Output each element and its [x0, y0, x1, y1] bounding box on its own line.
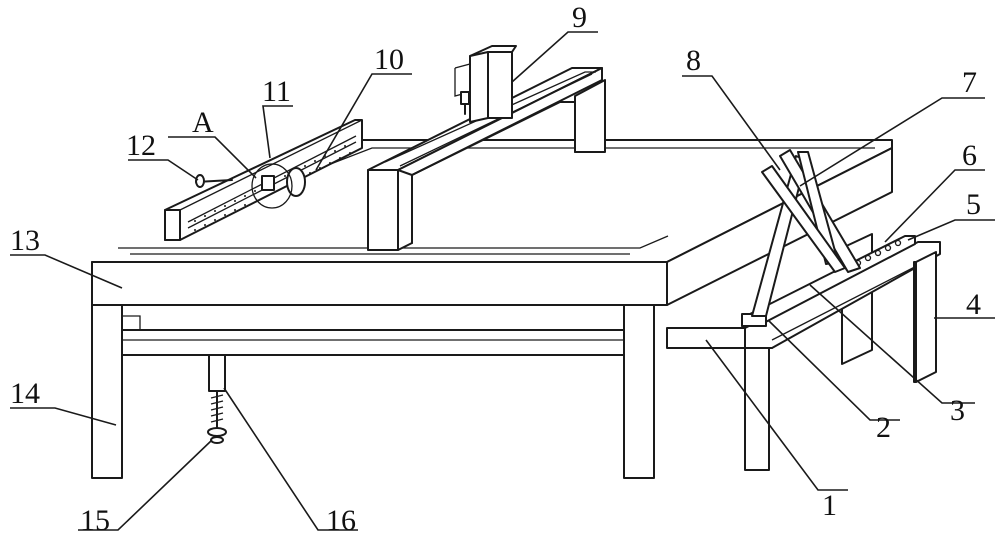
head-carriage-top [469, 45, 517, 57]
leader-3 [809, 284, 975, 404]
jack-screw-thread [210, 394, 224, 423]
label-2: 2 [876, 411, 891, 444]
leader-16 [223, 387, 358, 531]
leader-6 [884, 169, 985, 243]
label-15: 15 [80, 504, 110, 537]
leader-8 [682, 75, 781, 171]
main-table [91, 139, 893, 479]
leader-9 [511, 31, 598, 83]
leveling-foot-nut [207, 427, 227, 437]
gantry-right-post [574, 79, 606, 153]
front-left-leg [91, 304, 123, 479]
rail-end-face [164, 209, 181, 241]
leader-10 [315, 73, 412, 171]
front-right-leg [623, 304, 655, 479]
label-9: 9 [572, 1, 587, 34]
side-rear-leg [915, 251, 937, 383]
label-13: 13 [10, 224, 40, 257]
spindle-chuck [460, 91, 470, 105]
rail-slider-knob [286, 167, 306, 197]
rail-slider [261, 175, 275, 191]
head-carriage-front [487, 51, 513, 119]
label-14: 14 [10, 377, 40, 410]
side-front-leg [744, 347, 770, 471]
side-rear-leg-edge [913, 261, 917, 383]
label-1: 1 [822, 489, 837, 522]
lower-stretcher [121, 329, 625, 356]
leveling-foot-pad [210, 436, 224, 444]
table-front-apron [91, 261, 668, 306]
gantry-left-post-side [397, 162, 413, 251]
label-11: 11 [262, 75, 291, 108]
label-3: 3 [950, 394, 965, 427]
leader-a [168, 136, 257, 179]
cross-strut-c [761, 165, 846, 273]
leader-11 [262, 105, 293, 159]
label-16: 16 [326, 504, 356, 537]
leader-lines [10, 31, 995, 531]
label-a: A [192, 106, 214, 139]
stretcher-bracket [122, 315, 141, 330]
head-carriage-side [469, 51, 489, 123]
side-table-top-edge [771, 253, 941, 341]
leader-15 [78, 439, 213, 531]
part-labels: 1 2 3 4 5 6 7 8 9 10 11 12 A 13 14 15 16 [10, 1, 981, 537]
label-7: 7 [962, 66, 977, 99]
leader-1 [705, 339, 848, 491]
adjust-bolt-head [195, 174, 205, 188]
left-guide-rail [164, 119, 363, 241]
leader-2 [767, 319, 900, 421]
leader-12 [128, 159, 199, 181]
table-top-recess [118, 235, 669, 249]
leader-5 [907, 219, 995, 241]
jack-housing [208, 354, 226, 392]
leader-13 [10, 254, 123, 289]
side-table [666, 149, 941, 471]
leader-14 [10, 407, 117, 426]
gantry-beam-slot-inner [399, 73, 593, 167]
detail-circle-a [251, 163, 293, 209]
gantry-left-post [367, 169, 399, 251]
label-8: 8 [686, 44, 701, 77]
gantry-beam-slot [384, 71, 596, 163]
rail-top-edge [179, 119, 363, 211]
label-5: 5 [966, 188, 981, 221]
label-10: 10 [374, 43, 404, 76]
label-12: 12 [126, 129, 156, 162]
label-6: 6 [962, 139, 977, 172]
label-4: 4 [966, 288, 981, 321]
leader-7 [799, 97, 985, 187]
gantry-frame [367, 45, 606, 251]
